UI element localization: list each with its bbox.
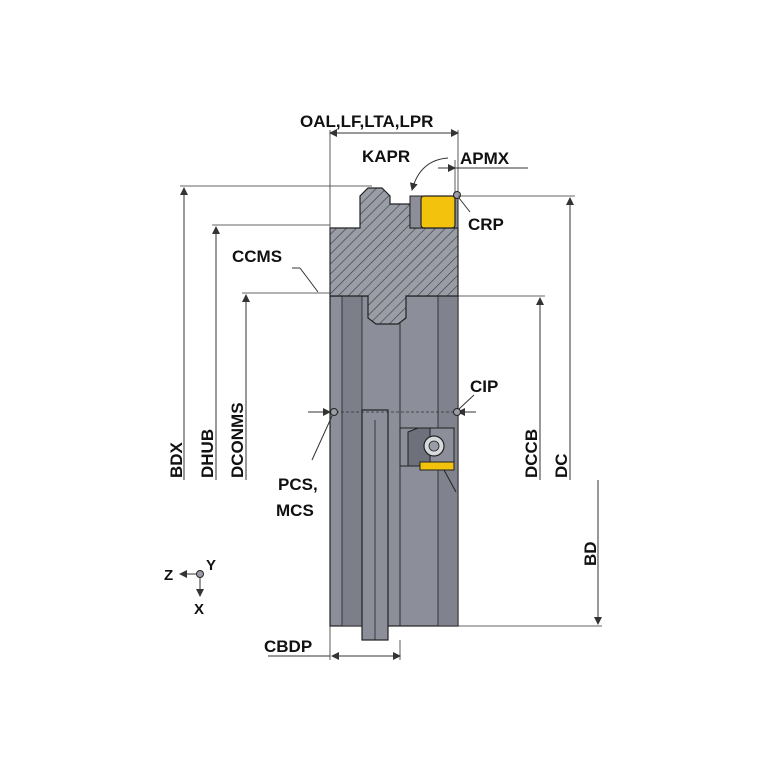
label-bdx: BDX	[167, 441, 186, 478]
label-axis-x: X	[194, 601, 204, 618]
label-cbdp: CBDP	[264, 637, 312, 656]
label-bd: BD	[581, 541, 600, 566]
insert-lower	[419, 461, 455, 471]
pocket-edge	[443, 469, 457, 493]
label-dhub: DHUB	[198, 429, 217, 478]
label-dccb: DCCB	[522, 429, 541, 478]
body-shade-band	[341, 295, 363, 627]
cip-point	[453, 408, 461, 416]
label-dc: DC	[552, 453, 571, 478]
label-apmx: APMX	[460, 149, 510, 168]
label-cip: CIP	[470, 377, 498, 396]
label-ccms: CCMS	[232, 247, 282, 266]
label-oal: OAL,LF,LTA,LPR	[300, 112, 433, 131]
label-kapr: KAPR	[362, 147, 410, 166]
label-axis-y: Y	[206, 557, 216, 574]
label-dconms: DCONMS	[228, 402, 247, 478]
label-mcs: MCS	[276, 501, 314, 520]
crp-point	[453, 191, 461, 199]
label-axis-z: Z	[164, 567, 173, 584]
label-crp: CRP	[468, 215, 504, 234]
axis-origin	[196, 570, 204, 578]
clamp-screw-inner	[428, 440, 440, 452]
pcs-point	[330, 408, 338, 416]
cutting-insert	[420, 195, 456, 229]
label-pcs: PCS,	[278, 475, 318, 494]
